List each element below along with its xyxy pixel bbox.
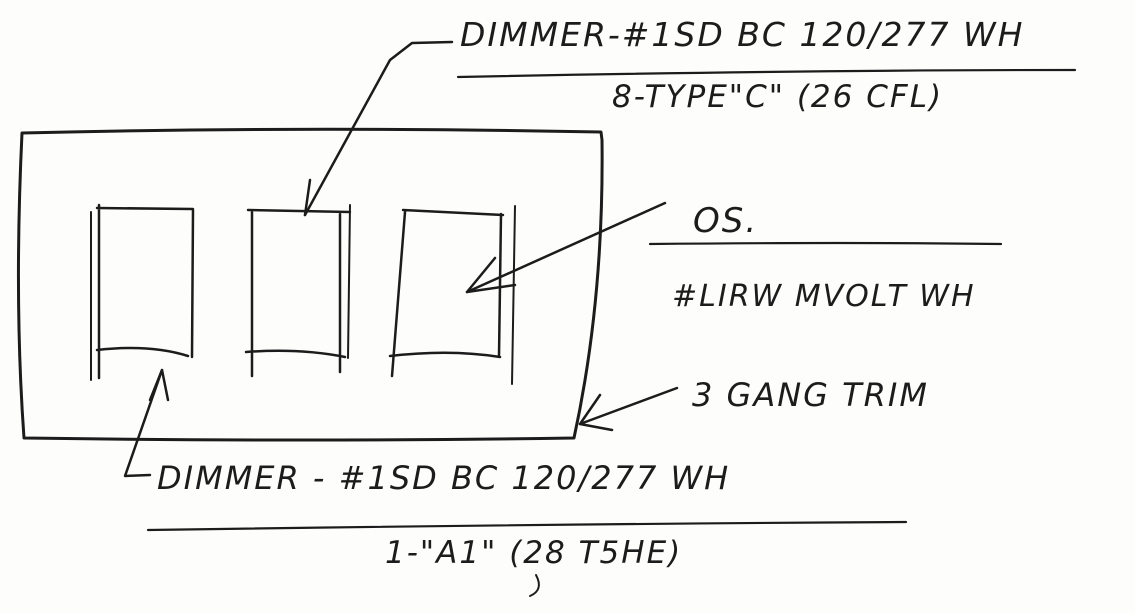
wallplate-outline <box>16 127 604 442</box>
paren-stroke-bottom <box>529 574 540 597</box>
gang-right-edge-stroke <box>511 205 516 385</box>
label-bottom-dimmer-line1: DIMMER - #1SD BC 120/277 WH <box>157 459 730 497</box>
arrowhead-top-dimmer <box>303 178 312 217</box>
gang-opening-left <box>95 203 195 380</box>
leader-occupancy-sensor <box>465 201 667 294</box>
label-occupancy-sensor-line2: #LIRW MVOLT WH <box>672 279 976 314</box>
label-top-dimmer-line2: 8-TYPE"C" (26 CFL) <box>612 79 943 115</box>
underline-occupancy-sensor <box>648 241 1003 246</box>
gang-middle-edge-stroke <box>347 204 351 359</box>
leader-bottom-dimmer <box>123 368 164 478</box>
label-bottom-dimmer-line2: 1-"A1" (28 T5HE) <box>385 535 682 571</box>
arrowhead-occupancy-sensor <box>465 256 517 294</box>
underline-bottom-dimmer <box>146 520 908 532</box>
label-top-dimmer-line1: DIMMER-#1SD BC 120/277 WH <box>460 15 1024 54</box>
gang-opening-right <box>388 208 505 378</box>
arrowhead-bottom-dimmer <box>148 368 170 402</box>
label-occupancy-sensor-line1: OS. <box>693 201 758 241</box>
label-trim: 3 GANG TRIM <box>692 376 929 414</box>
underline-top-dimmer <box>456 68 1077 79</box>
gang-opening-middle <box>244 208 352 378</box>
leader-trim <box>578 386 679 426</box>
leader-top-dimmer <box>303 40 454 217</box>
arrowhead-trim <box>578 393 614 432</box>
